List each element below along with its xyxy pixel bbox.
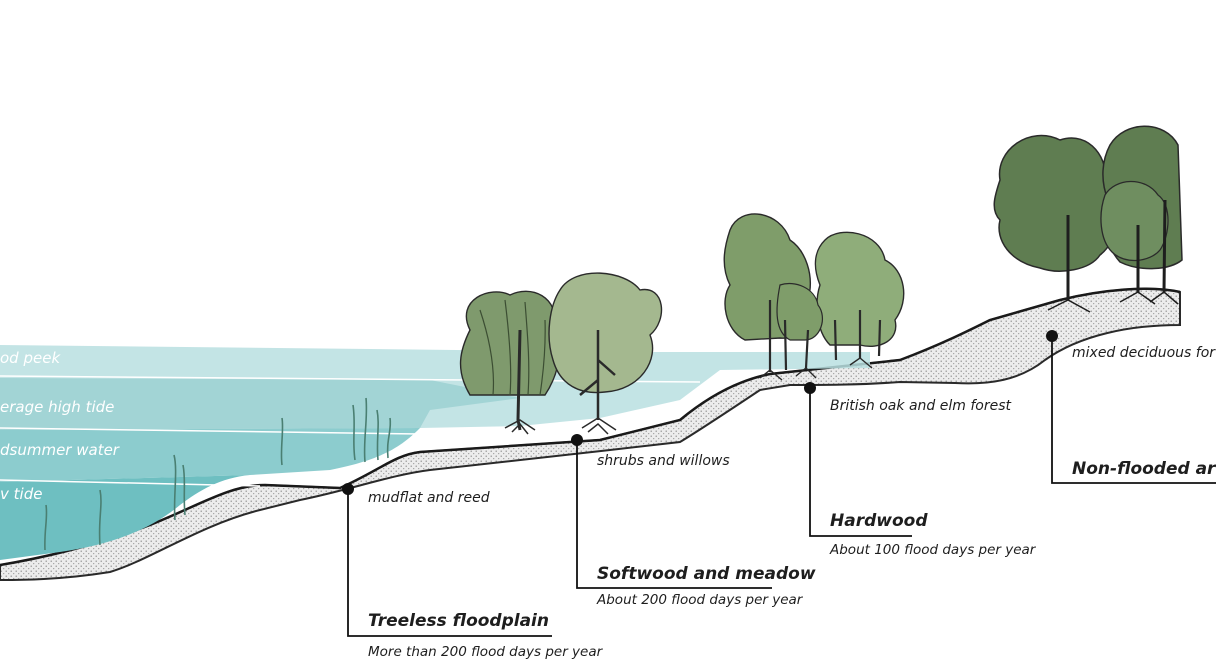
leader-dots xyxy=(342,330,1058,495)
vegetation-label-oak-elm: British oak and elm forest xyxy=(830,398,1011,414)
hardwood-trees xyxy=(723,213,905,381)
vegetation-label-mixed-deciduous: mixed deciduous for xyxy=(1072,345,1216,361)
reeds xyxy=(44,397,392,551)
zone-title-treeless-floodplain: Treeless floodplain xyxy=(368,611,549,631)
water-line-high-tide xyxy=(0,427,421,435)
water-low-tide-band xyxy=(0,475,250,560)
water-label-high-tide: erage high tide xyxy=(0,398,115,416)
water-high-tide-band xyxy=(0,378,520,430)
zone-subtitle-treeless-floodplain: More than 200 flood days per year xyxy=(368,644,603,660)
vegetation-label-mudflat: mudflat and reed xyxy=(368,490,490,506)
zone-title-hardwood: Hardwood xyxy=(830,511,928,531)
leader-lines xyxy=(347,336,1216,637)
deciduous-trees xyxy=(993,125,1183,313)
zone-subtitle-softwood-meadow: About 200 flood days per year xyxy=(597,592,803,608)
water-label-flood-peak: od peek xyxy=(0,349,61,367)
water-label-summer-water: dsummer water xyxy=(0,441,119,459)
zone-title-softwood-meadow: Softwood and meadow xyxy=(597,564,816,584)
zone-subtitle-hardwood: About 100 flood days per year xyxy=(830,542,1036,558)
water-line-summer xyxy=(0,479,261,487)
vegetation-label-shrubs: shrubs and willows xyxy=(597,453,730,469)
water-summer-band xyxy=(0,428,420,482)
shrub-tree xyxy=(548,272,663,435)
water-label-low-tide: v tide xyxy=(0,485,43,503)
zone-title-non-flooded: Non-flooded are xyxy=(1072,459,1216,479)
